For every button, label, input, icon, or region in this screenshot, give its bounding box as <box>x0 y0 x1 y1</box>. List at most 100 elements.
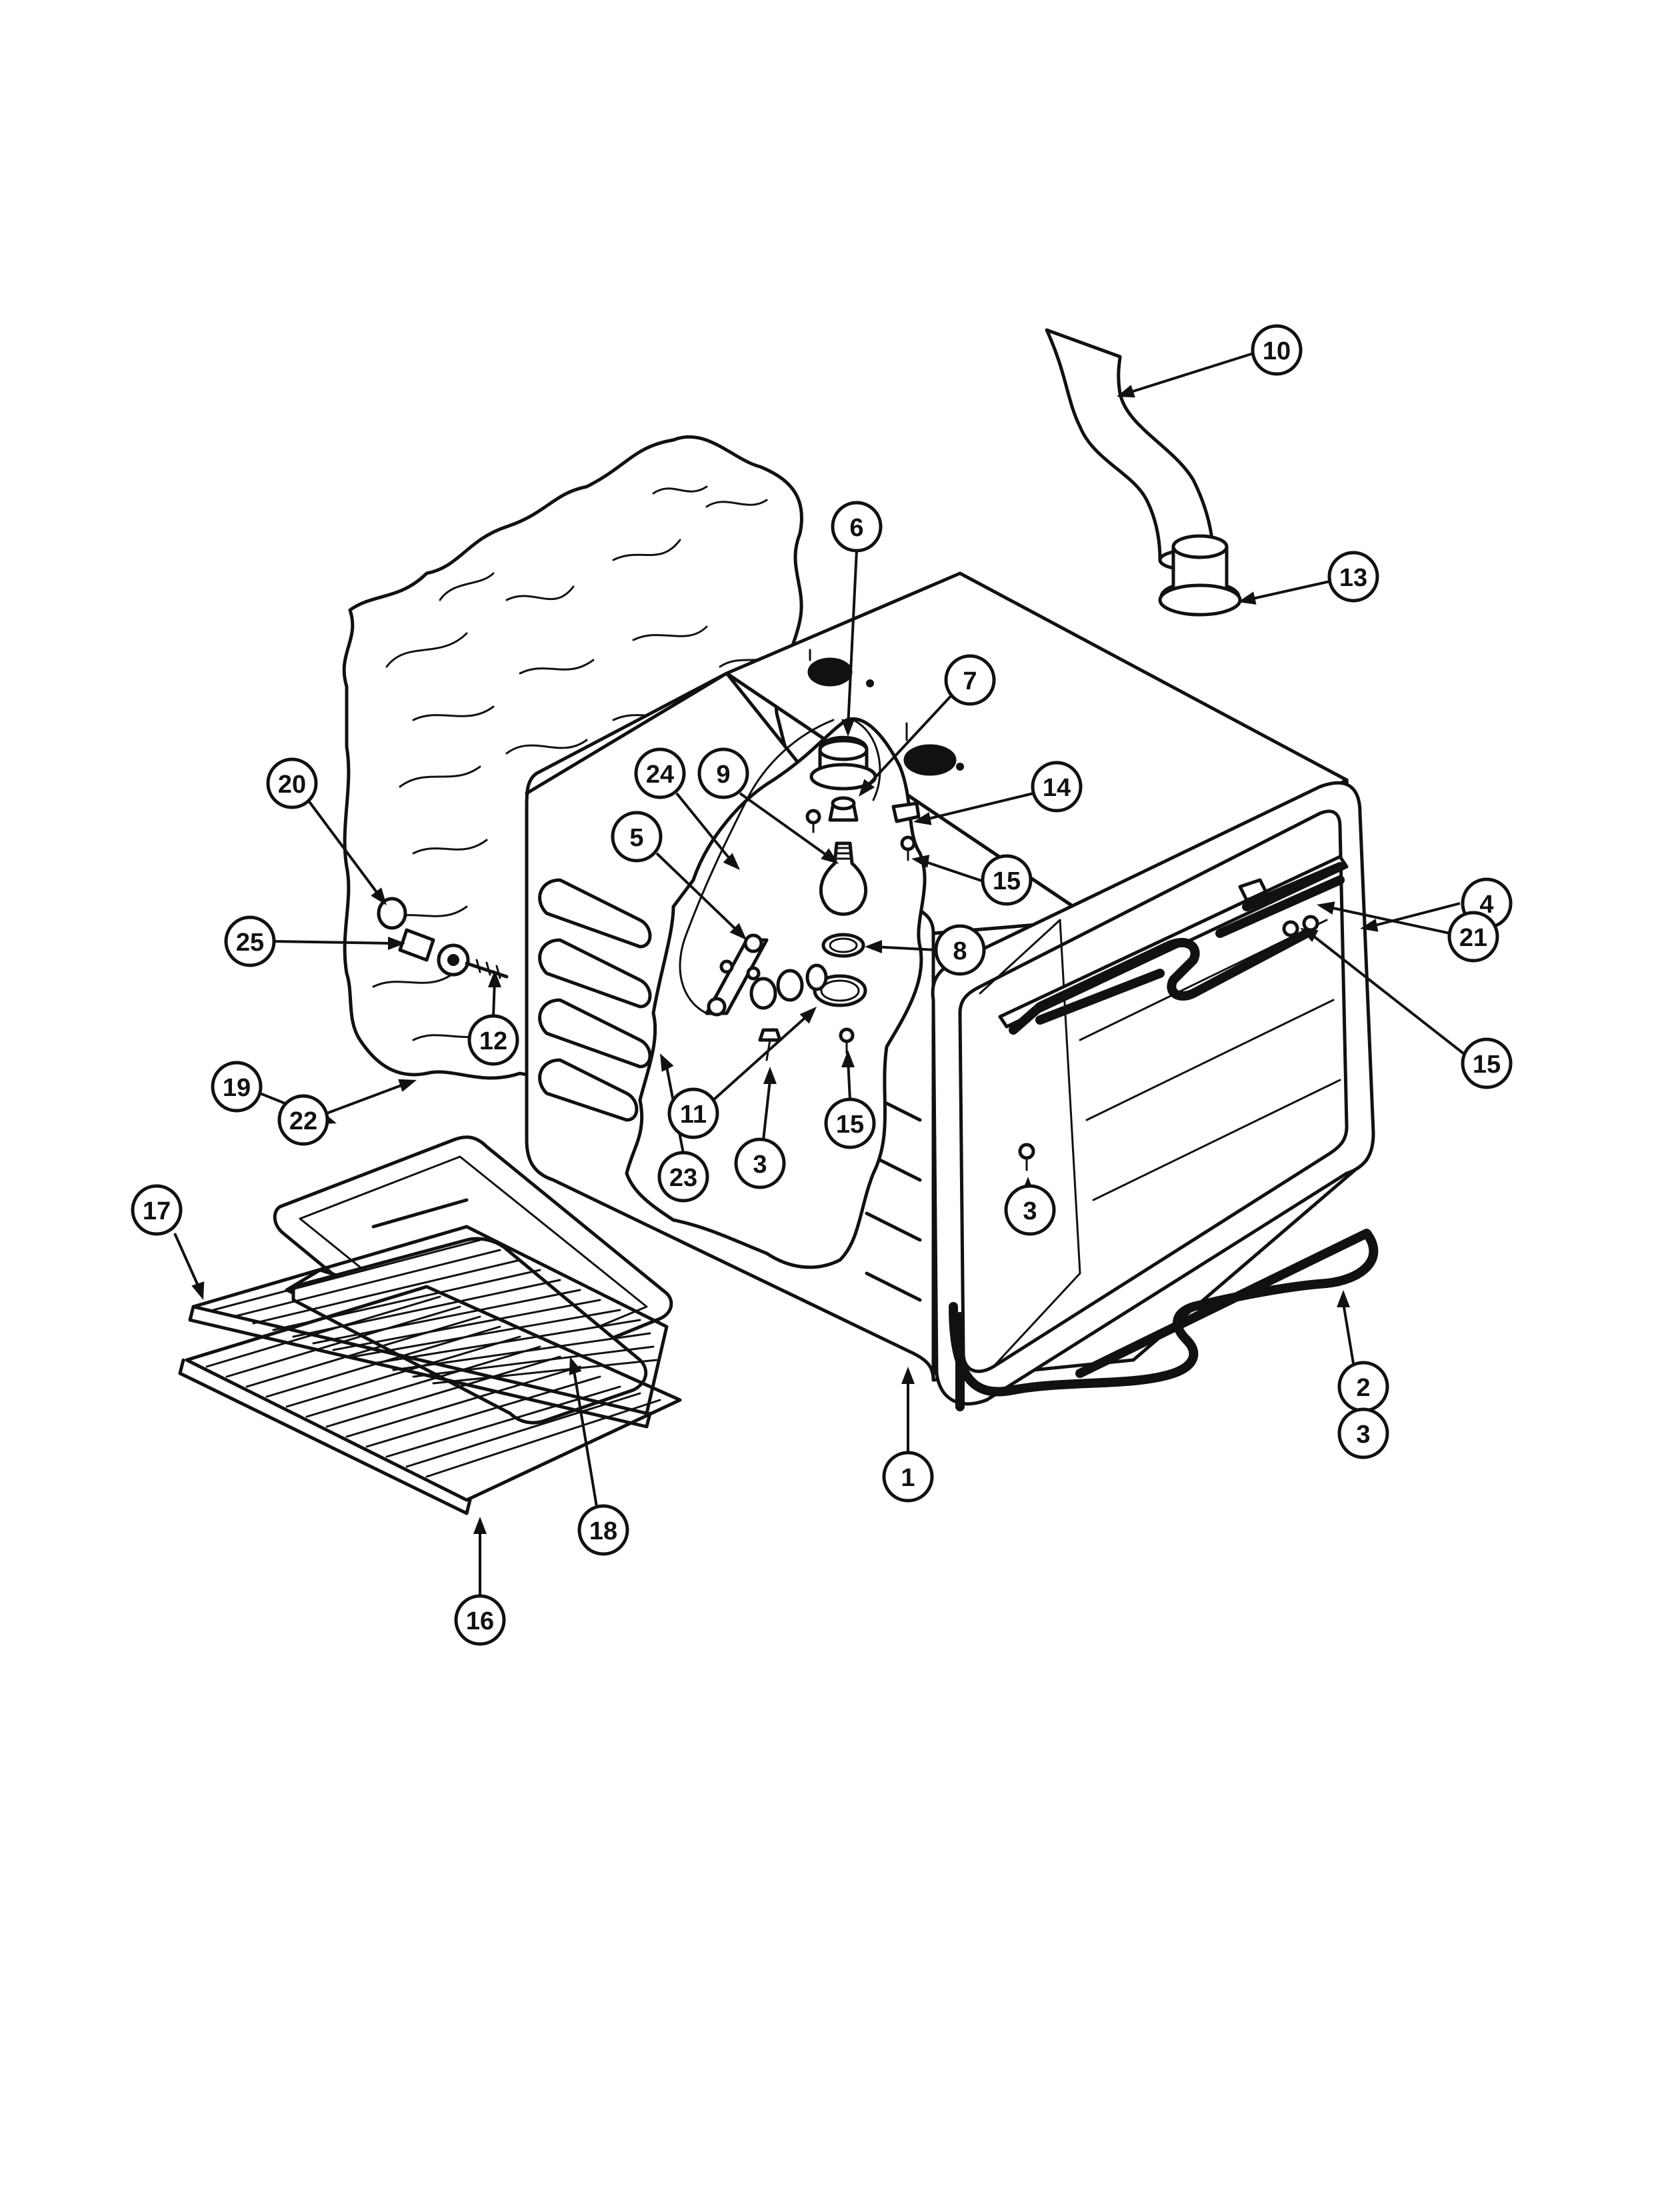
callout-18: 18 <box>577 1504 629 1556</box>
callout-circle <box>577 1504 629 1556</box>
arrowhead <box>901 1367 915 1384</box>
callout-label: 9 <box>716 761 730 789</box>
leader-line <box>1126 352 1254 395</box>
arrowhead <box>841 719 855 737</box>
lens-cover <box>821 933 865 958</box>
callout-label: 13 <box>1339 564 1367 592</box>
callout-9: 9 <box>697 747 749 799</box>
callout-label: 25 <box>236 929 264 957</box>
leader-line <box>173 1233 201 1291</box>
callout-19: 19 <box>211 1061 263 1113</box>
callout-label: 15 <box>1473 1051 1501 1079</box>
leader-line <box>1246 580 1331 601</box>
callout-circle <box>266 757 318 809</box>
callout-circle <box>131 1184 183 1236</box>
leader-line <box>273 940 394 945</box>
callout-label: 8 <box>953 937 967 965</box>
roller-hardware <box>377 897 509 979</box>
broil-element <box>998 855 1349 1035</box>
arrowhead <box>1238 591 1257 605</box>
callout-circle <box>1031 761 1083 813</box>
callout-15: 15 <box>824 1097 876 1149</box>
callout-circle <box>611 811 663 863</box>
callout-22: 22 <box>277 1094 329 1146</box>
callout-circle <box>634 747 686 799</box>
callout-label: 7 <box>963 667 977 695</box>
callout-circle <box>734 1137 786 1189</box>
arrowhead <box>763 1067 777 1084</box>
callout-3: 3 <box>734 1137 786 1189</box>
callout-label: 15 <box>993 867 1021 895</box>
callout-20: 20 <box>266 757 318 809</box>
leader-line <box>919 859 984 883</box>
callout-label: 3 <box>753 1151 767 1179</box>
callout-circle <box>667 1087 719 1139</box>
arrowhead <box>660 1053 674 1072</box>
callout-label: 14 <box>1043 774 1071 802</box>
callout-circle <box>824 1097 876 1149</box>
leader-line <box>923 792 1034 821</box>
leader-line <box>762 1079 771 1141</box>
callout-label: 20 <box>278 771 306 799</box>
callout-label: 12 <box>479 1027 507 1055</box>
leader-line <box>712 1012 811 1101</box>
callout-label: 19 <box>223 1074 251 1102</box>
callout-circle <box>211 1061 263 1113</box>
callout-circle <box>657 1151 709 1203</box>
arrowhead <box>729 923 747 940</box>
leader-line <box>1326 905 1451 935</box>
leader-line <box>739 792 835 861</box>
callout-25: 25 <box>224 915 276 967</box>
callout-circle <box>981 854 1033 906</box>
callout-label: 23 <box>669 1164 697 1192</box>
leader-line <box>655 852 741 935</box>
callout-label: 4 <box>1479 891 1493 919</box>
leader-line <box>865 692 955 788</box>
callout-label: 11 <box>680 1101 707 1129</box>
callout-circle <box>944 654 996 706</box>
leader-line <box>873 945 937 951</box>
arrowhead <box>371 887 387 905</box>
callout-label: 5 <box>629 824 643 852</box>
bulb-receptacle <box>828 796 859 822</box>
leader-line <box>675 792 735 865</box>
callout-label: 16 <box>466 1607 494 1635</box>
arrowhead <box>911 855 930 868</box>
arrowhead <box>865 940 882 953</box>
arrowhead <box>821 848 839 864</box>
callout-circle <box>467 1014 519 1066</box>
callout-3: 3 <box>1337 1407 1389 1459</box>
leader-line <box>847 549 858 727</box>
callout-5: 5 <box>611 811 663 863</box>
callout-circle <box>1447 911 1499 963</box>
callout-17: 17 <box>131 1184 183 1236</box>
callout-1: 1 <box>882 1451 934 1503</box>
light-bulb <box>819 841 867 916</box>
callout-bubbles: 1233345678910111213141515151617181920212… <box>131 324 1513 1646</box>
leader-line <box>1309 932 1465 1055</box>
light-socket <box>809 735 877 791</box>
leader-lines <box>173 352 1465 1597</box>
arrowhead <box>841 1050 855 1067</box>
callout-circle <box>697 747 749 799</box>
callout-circle <box>831 501 883 553</box>
callout-label: 17 <box>143 1197 171 1225</box>
callout-23: 23 <box>657 1151 709 1203</box>
callout-8: 8 <box>934 924 986 976</box>
arrowhead <box>913 812 932 825</box>
vent-tube <box>1045 328 1215 571</box>
callout-14: 14 <box>1031 761 1083 813</box>
arrowhead <box>569 1357 582 1375</box>
arrowhead <box>191 1281 205 1300</box>
arrowhead <box>488 970 501 987</box>
bake-element <box>949 1229 1379 1411</box>
callout-circle <box>1461 1037 1513 1089</box>
callout-13: 13 <box>1327 551 1379 603</box>
callout-circle <box>1251 324 1303 376</box>
callout-label: 24 <box>646 761 674 789</box>
callout-label: 18 <box>589 1517 617 1545</box>
oven-racks <box>178 1225 682 1515</box>
callout-label: 1 <box>901 1464 915 1492</box>
callout-6: 6 <box>831 501 883 553</box>
arrowhead <box>1300 928 1319 943</box>
